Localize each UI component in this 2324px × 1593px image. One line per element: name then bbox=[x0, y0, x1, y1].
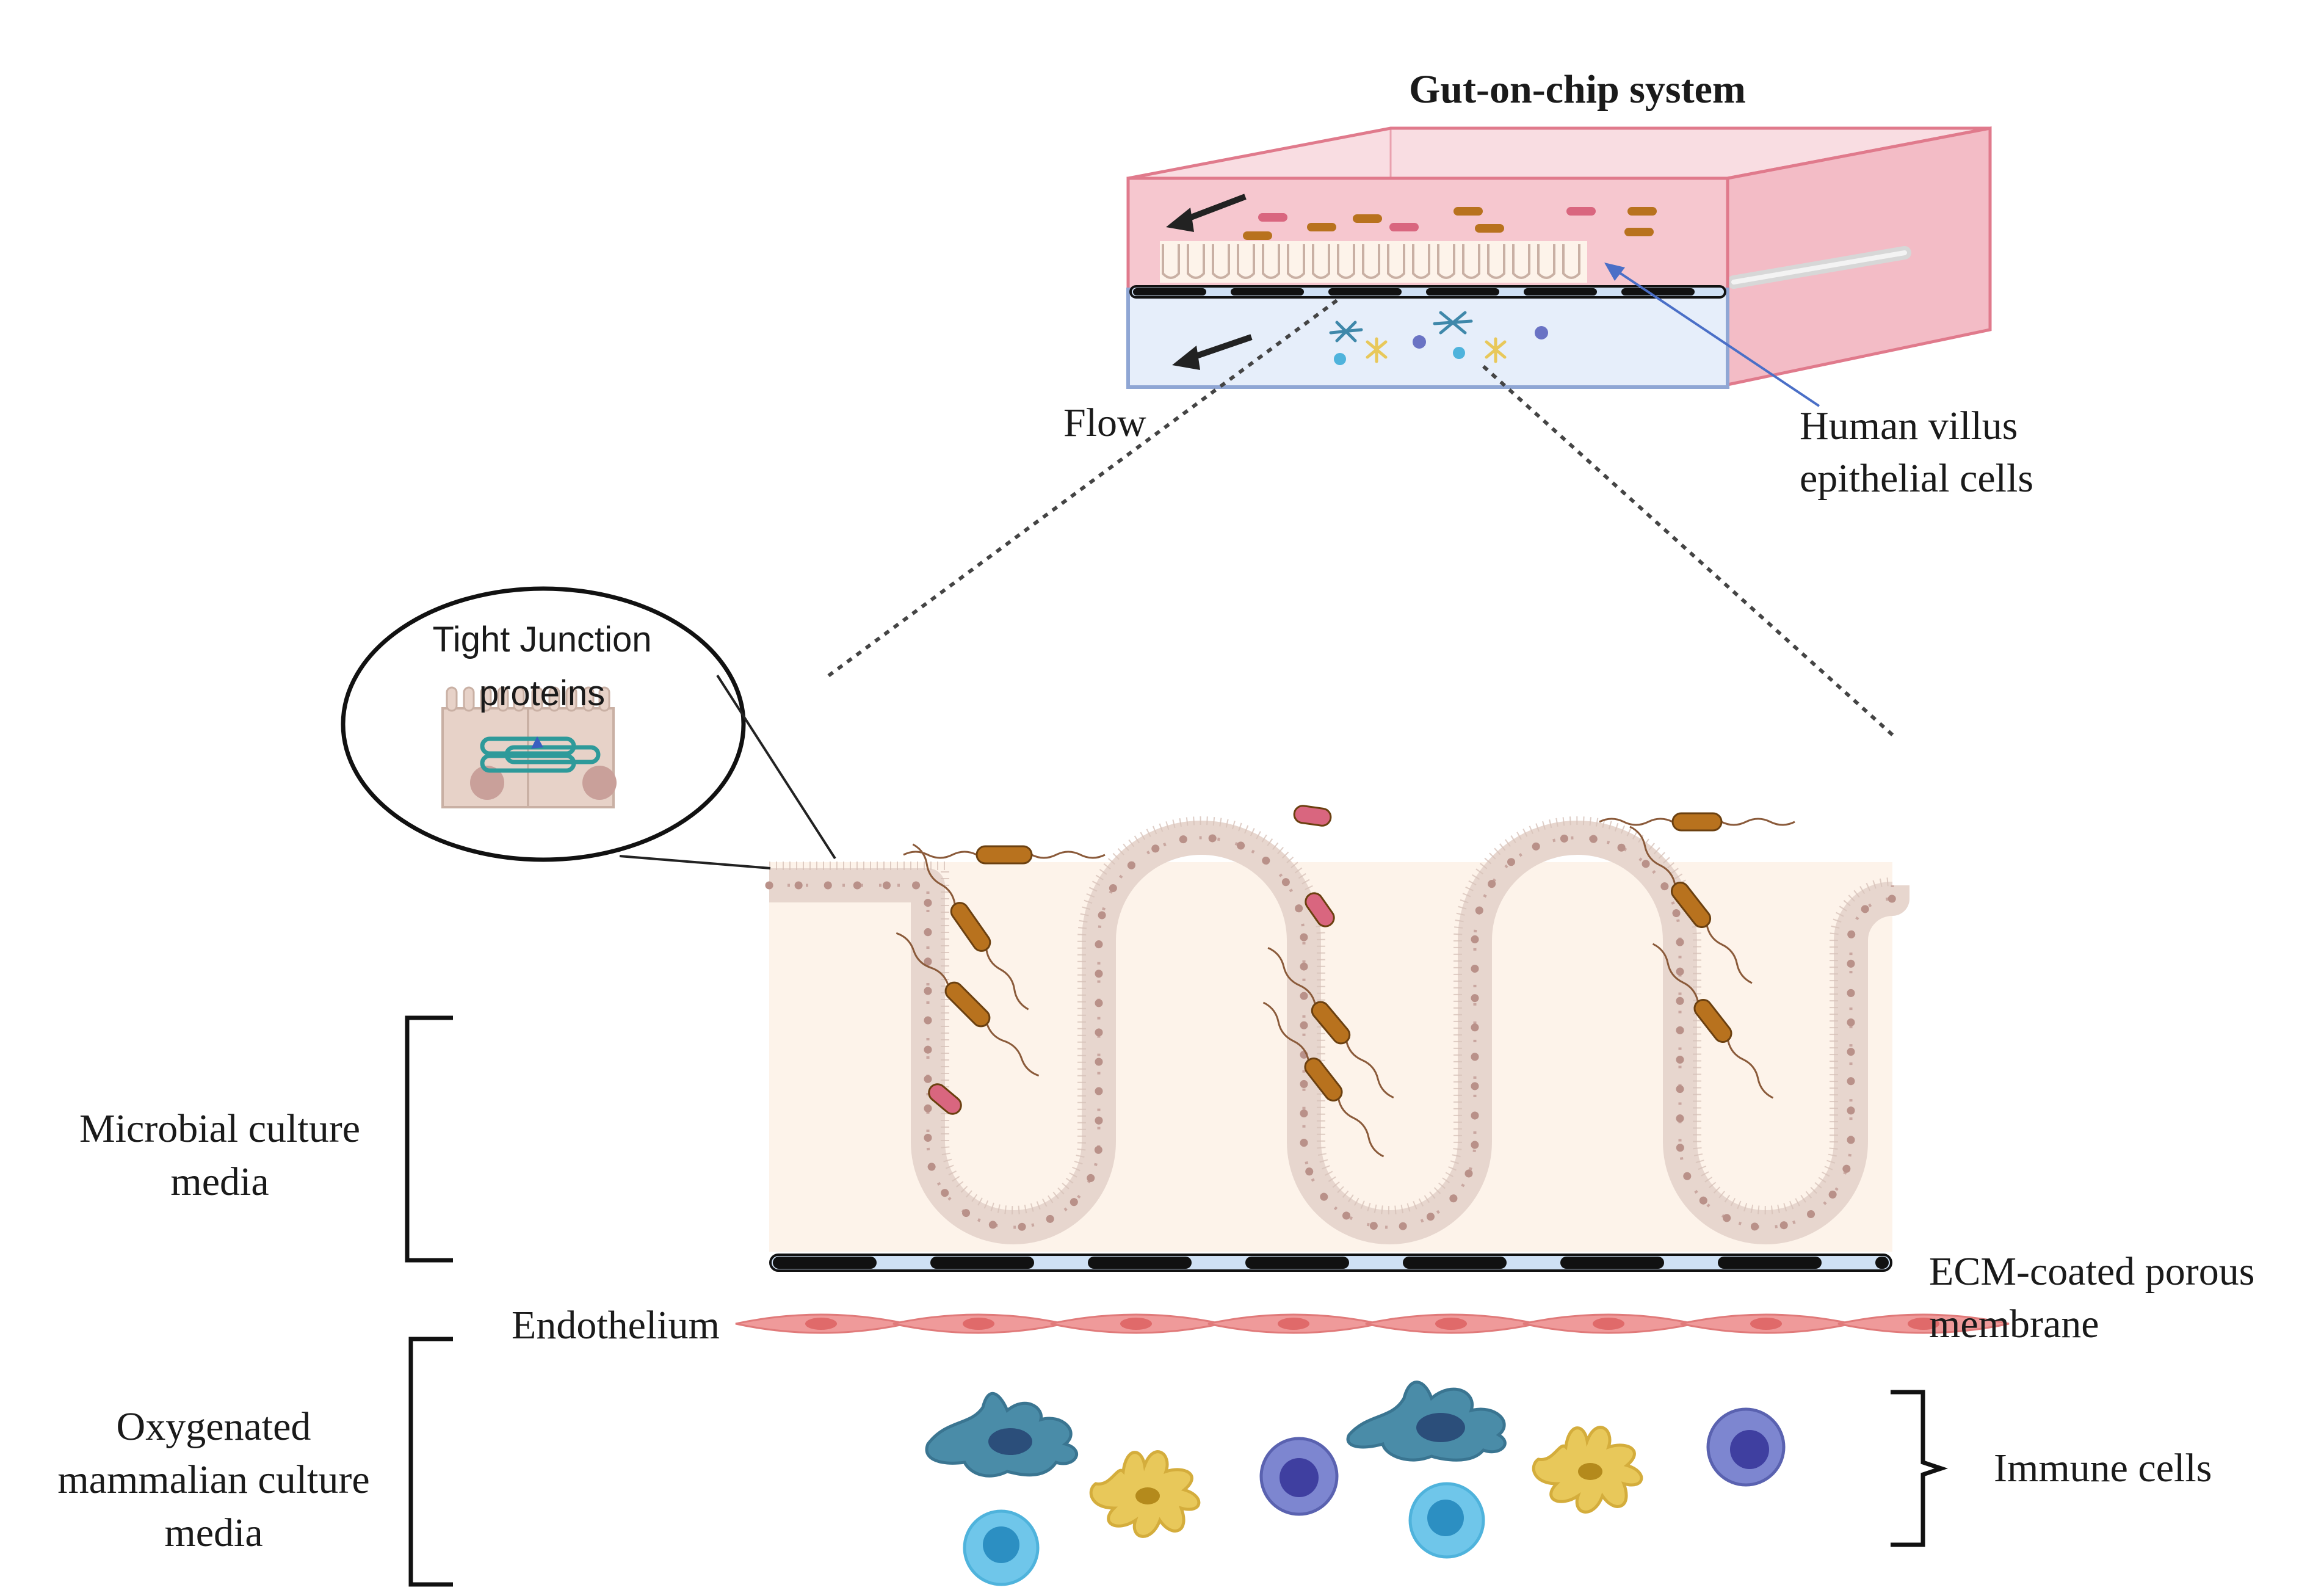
immune-bracket bbox=[1891, 1390, 1949, 1547]
ecm-label-line1: ECM-coated porous bbox=[1929, 1249, 2255, 1294]
lymphocyte-icon bbox=[1408, 1482, 1485, 1559]
chip-membrane bbox=[1129, 285, 1726, 299]
diagram-title: Gut-on-chip system bbox=[1409, 67, 1746, 112]
tight-junction-label-line1: Tight Junction bbox=[432, 620, 652, 659]
lymphocyte-icon bbox=[1259, 1437, 1339, 1516]
microbial-label-line1: Microbial culture bbox=[79, 1106, 360, 1151]
bacteria-icon bbox=[1293, 805, 1332, 827]
bacteria-icon bbox=[903, 845, 1106, 865]
bacteria-icon bbox=[1475, 224, 1504, 233]
oxygenated-label-line2: mammalian culture bbox=[57, 1457, 370, 1502]
oxygenated-label-line1: Oxygenated bbox=[116, 1404, 311, 1449]
bacteria-group bbox=[896, 805, 1795, 1158]
oxygenated-label-line3: media bbox=[164, 1511, 263, 1555]
bacteria-icon bbox=[1627, 207, 1657, 216]
bacteria-icon bbox=[1307, 223, 1336, 231]
flow-arrow-icon bbox=[1166, 194, 1247, 232]
bacteria-icon bbox=[1629, 826, 1753, 984]
villus-pointer bbox=[1610, 266, 1820, 407]
villus-label-line2: epithelial cells bbox=[1800, 456, 2034, 501]
endothelium-layer bbox=[735, 1313, 2010, 1334]
tight-junction-callout bbox=[341, 586, 836, 869]
dendritic-cell-icon bbox=[1089, 1450, 1201, 1538]
zoom-lines bbox=[823, 299, 1897, 739]
lymphocyte-icon bbox=[963, 1509, 1040, 1586]
bacteria-icon bbox=[912, 843, 1029, 1011]
chip-lower-channel bbox=[1126, 288, 1729, 389]
bacteria-icon bbox=[1566, 207, 1596, 216]
tight-junction-label-line2: proteins bbox=[479, 673, 606, 713]
chip-device bbox=[1126, 126, 1992, 407]
bacteria-icon bbox=[1262, 1001, 1385, 1158]
endothelium-label: Endothelium bbox=[512, 1303, 720, 1348]
ecm-label-line2: membrane bbox=[1929, 1302, 2099, 1346]
dendritic-cell-icon bbox=[1346, 1381, 1507, 1462]
bacteria-icon bbox=[1353, 214, 1382, 223]
immune-cells-group bbox=[925, 1381, 1786, 1586]
bacteria-icon bbox=[928, 1083, 962, 1115]
bacteria-icon bbox=[896, 932, 1040, 1077]
bacteria-icon bbox=[1652, 943, 1774, 1099]
brackets bbox=[405, 1015, 1949, 1587]
dendritic-cell-icon bbox=[925, 1392, 1078, 1478]
bacteria-icon bbox=[1267, 947, 1394, 1098]
bacteria-icon bbox=[1258, 213, 1287, 222]
microbial-label-line2: media bbox=[170, 1159, 269, 1204]
bacteria-icon bbox=[1599, 812, 1795, 832]
bacteria-icon bbox=[1243, 231, 1272, 240]
chip-mini-villi bbox=[1160, 241, 1587, 283]
chip-bacteria bbox=[1243, 207, 1657, 240]
bacteria-icon bbox=[1389, 223, 1419, 231]
chip-immune-cells bbox=[1329, 311, 1548, 365]
bacteria-icon bbox=[1624, 228, 1654, 236]
dendritic-cell-icon bbox=[1532, 1426, 1643, 1514]
ecm-porous-membrane bbox=[769, 1254, 1892, 1272]
villus-label-line1: Human villus bbox=[1800, 404, 2018, 448]
bacteria-icon bbox=[1305, 892, 1335, 927]
lymphocyte-icon bbox=[1706, 1407, 1786, 1487]
flow-label: Flow bbox=[1063, 401, 1146, 445]
zoom-panel bbox=[735, 805, 2010, 1586]
bacteria-icon bbox=[1453, 207, 1483, 216]
flow-arrow-icon bbox=[1172, 334, 1253, 370]
oxygenated-bracket bbox=[408, 1337, 453, 1587]
epithelial-cell-pair-icon bbox=[441, 686, 617, 808]
immune-cells-label: Immune cells bbox=[1994, 1446, 2212, 1490]
microbial-bracket bbox=[405, 1015, 453, 1263]
